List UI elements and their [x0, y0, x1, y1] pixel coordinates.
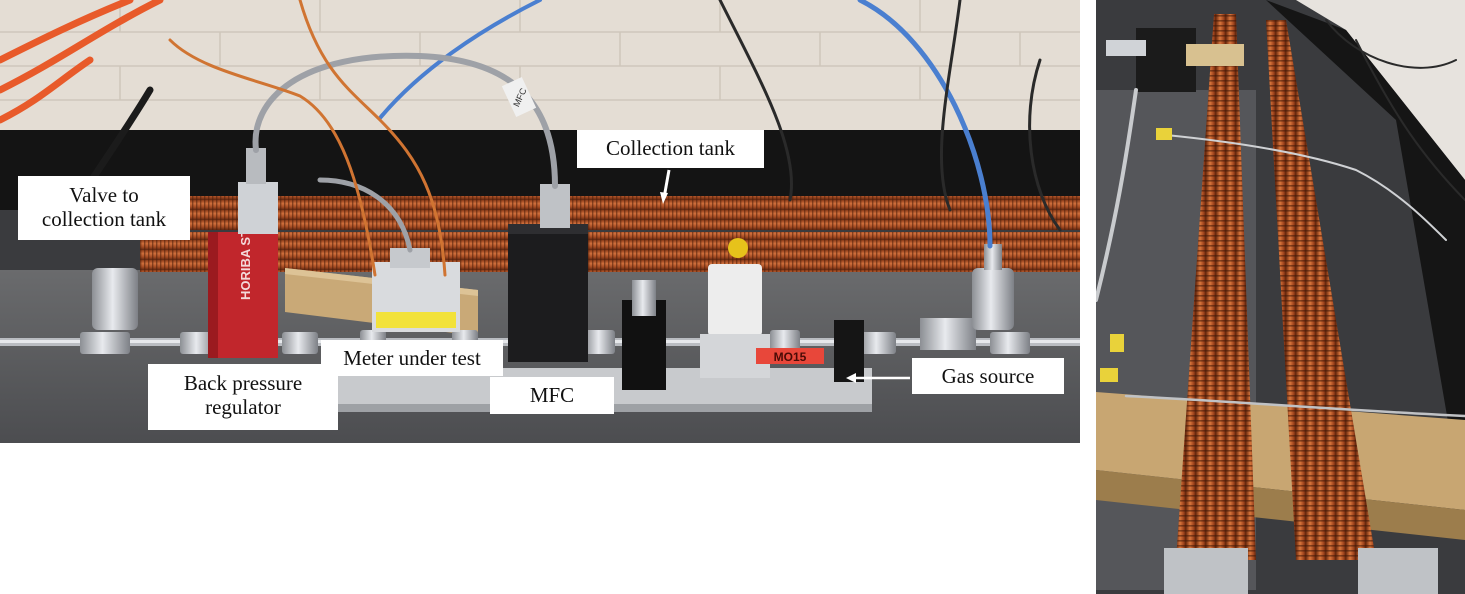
label-meter-under-test-text: Meter under test	[343, 346, 481, 370]
label-mfc-text: MFC	[529, 383, 575, 407]
label-gas-source-text: Gas source	[941, 364, 1035, 388]
label-meter-under-test: Meter under test	[321, 340, 503, 376]
label-gas-source: Gas source	[912, 358, 1064, 394]
label-mfc: MFC	[490, 377, 614, 414]
label-valve-line1: Valve to	[69, 183, 139, 207]
mo15-sticker: MO15	[774, 350, 807, 364]
label-collection-tank-text: Collection tank	[606, 136, 735, 160]
label-bpr-line1: Back pressure	[183, 371, 303, 395]
label-bpr-line2: regulator	[205, 395, 281, 419]
collection-tank-photo	[1096, 0, 1465, 594]
arrow-pointer-icon	[660, 169, 910, 383]
label-collection-tank: Collection tank	[577, 130, 764, 168]
collection-tank-illustration	[1096, 0, 1465, 594]
label-valve-to-collection-tank: Valve to collection tank	[18, 176, 190, 240]
label-back-pressure-regulator: Back pressure regulator	[148, 364, 338, 430]
label-valve-line2: collection tank	[41, 207, 167, 231]
